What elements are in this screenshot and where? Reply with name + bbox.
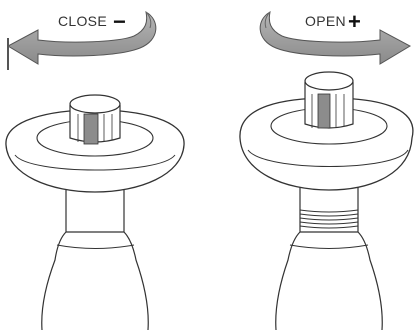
minus-sign-icon: − xyxy=(113,9,126,34)
close-panel: CLOSE − xyxy=(5,9,185,330)
close-label: CLOSE xyxy=(58,13,107,29)
open-label: OPEN xyxy=(305,13,346,29)
bottle-neck-outline xyxy=(275,180,383,330)
dispensing-ring xyxy=(5,109,185,193)
cap-closed xyxy=(69,94,121,145)
dispensing-ring xyxy=(239,97,414,191)
close-arrow-icon xyxy=(6,11,157,70)
cap-open xyxy=(304,71,354,129)
open-arrow-icon xyxy=(259,11,412,65)
thread-lines xyxy=(299,209,359,229)
plus-sign-icon: + xyxy=(348,9,361,34)
closed-window xyxy=(83,113,99,145)
open-window xyxy=(317,93,331,129)
bottle-neck-outline xyxy=(41,175,149,330)
open-panel: OPEN + xyxy=(239,9,414,330)
